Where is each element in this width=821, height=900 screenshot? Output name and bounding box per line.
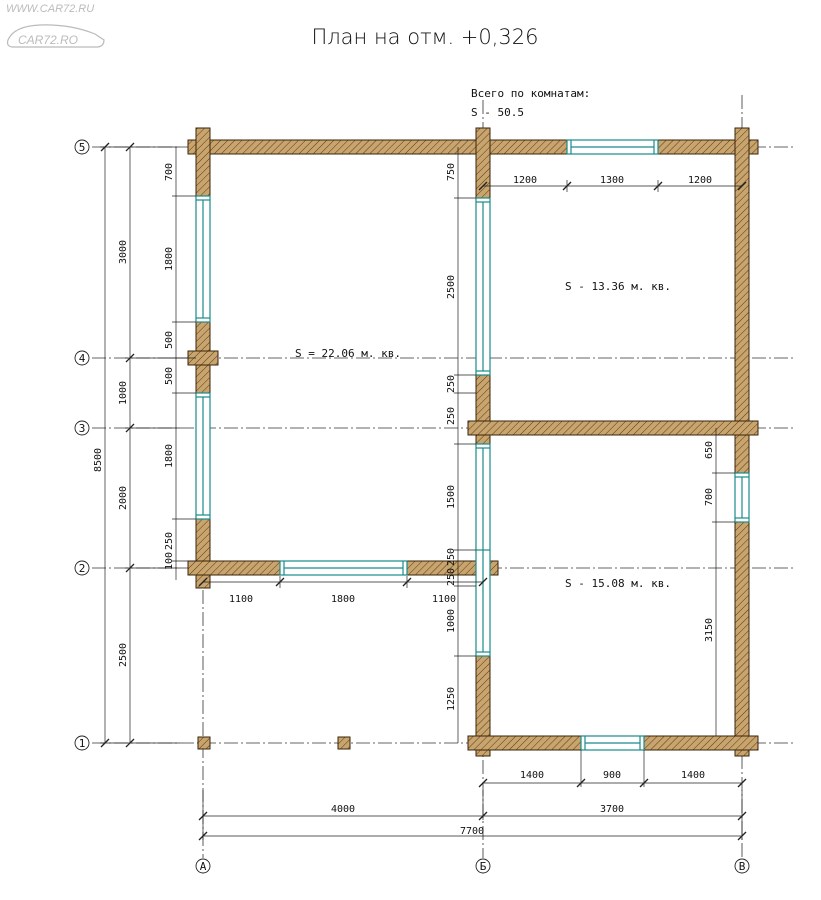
room-3-area: S - 15.08 м. кв.	[565, 577, 671, 590]
dim-top-left: 1200	[513, 175, 537, 186]
axis-label-a: А	[200, 860, 207, 873]
window-bottom	[580, 735, 645, 751]
watermark-url: WWW.CAR72.RU	[6, 3, 94, 15]
axis-label-1: 1	[79, 737, 86, 750]
dim-bottom-window: 900	[603, 770, 621, 781]
post-middle	[337, 736, 351, 750]
axis-marker-3	[74, 420, 90, 436]
dim-midwall-seg9: 1250	[446, 687, 457, 711]
dimension-ticks	[100, 142, 747, 841]
area-labels: Всего по комнатам: S - 50.5 S = 22.06 м.…	[295, 87, 671, 590]
dim-left-5-4: 3000	[118, 240, 129, 264]
car-logo-icon	[6, 24, 105, 48]
dim-bottom-left: 1400	[520, 770, 544, 781]
walls	[187, 127, 759, 757]
dim-leftwall-win1: 1800	[164, 247, 175, 271]
axis-markers	[74, 139, 750, 874]
room-1-area: S = 22.06 м. кв.	[295, 347, 401, 360]
dim-mid-left: 1100	[229, 594, 253, 605]
dim-rightwall-upper: 650	[704, 441, 715, 459]
dim-midwall-seg7: 250	[446, 568, 457, 586]
dim-midwall-seg6: 250	[446, 548, 457, 566]
dim-midwall-seg3: 250	[446, 375, 457, 393]
dim-overall-total: 7700	[460, 826, 484, 837]
axis-marker-5	[74, 139, 90, 155]
dim-midwall-seg2: 2500	[446, 275, 457, 299]
window-top	[566, 139, 659, 155]
window-middle-vertical-upper	[475, 197, 491, 376]
dim-leftwall-win2: 1800	[164, 444, 175, 468]
dim-mid-window: 1800	[331, 594, 355, 605]
window-right	[734, 472, 750, 523]
dim-leftwall-seg1: 700	[164, 163, 175, 181]
dim-bottom-right: 1400	[681, 770, 705, 781]
axis-label-3: 3	[79, 422, 86, 435]
dim-left-3-2: 2000	[118, 486, 129, 510]
dim-top-right: 1200	[688, 175, 712, 186]
dim-rightwall-lower: 3150	[704, 618, 715, 642]
dim-overall-right: 3700	[600, 804, 624, 815]
axis-marker-4	[74, 350, 90, 366]
post-a1	[197, 736, 211, 750]
wall-right	[734, 127, 750, 757]
axis-label-5: 5	[79, 141, 86, 154]
dim-leftwall-pier1: 500	[164, 331, 175, 349]
dimension-text-horizontal: 1200 1300 1200 1100 1800 1100 1400 900 1…	[229, 175, 712, 837]
dim-mid-right: 1100	[432, 594, 456, 605]
axis-labels: 5 4 3 2 1 А Б В	[79, 141, 746, 873]
axis-marker-b	[475, 858, 491, 874]
axis-label-4: 4	[79, 352, 86, 365]
watermark: WWW.CAR72.RU CAR72.RO	[6, 3, 105, 48]
axis-marker-v	[734, 858, 750, 874]
dim-midwall-seg5: 1500	[446, 485, 457, 509]
wall-top	[187, 139, 759, 155]
watermark-logo-text: CAR72.RO	[18, 33, 78, 47]
wall-partition	[467, 420, 759, 436]
dim-left-total: 8500	[93, 448, 104, 472]
window-left-lower	[195, 392, 211, 520]
room-2-area: S - 13.36 м. кв.	[565, 280, 671, 293]
dim-left-2-1: 2500	[118, 643, 129, 667]
dim-midwall-seg4: 250	[446, 407, 457, 425]
axis-marker-2	[74, 560, 90, 576]
plan-title: План на отм. +0,326	[311, 25, 538, 49]
total-area-label: Всего по комнатам:	[471, 87, 590, 100]
window-middle-vertical-lower	[475, 443, 491, 657]
window-left-upper	[195, 195, 211, 323]
dimension-text-vertical: 3000 1000 2000 2500 8500 700 1800 500 50…	[93, 163, 715, 711]
dim-left-4-3: 1000	[118, 381, 129, 405]
window-middle-horizontal	[279, 560, 408, 576]
dim-rightwall-window: 700	[704, 488, 715, 506]
total-area-value: S - 50.5	[471, 106, 524, 119]
axis-label-v: В	[739, 860, 746, 873]
axis-marker-a	[195, 858, 211, 874]
dim-leftwall-seg3: 100	[164, 552, 175, 570]
dimension-lines	[100, 146, 743, 840]
dim-top-window: 1300	[600, 175, 624, 186]
dim-leftwall-seg2: 250	[164, 532, 175, 550]
posts	[197, 736, 351, 750]
axis-marker-1	[74, 735, 90, 751]
axis-label-2: 2	[79, 562, 86, 575]
axis-label-b: Б	[480, 860, 487, 873]
dim-overall-left: 4000	[331, 804, 355, 815]
dim-midwall-seg8: 1000	[446, 609, 457, 633]
dim-leftwall-pier2: 500	[164, 367, 175, 385]
windows	[195, 139, 750, 751]
dim-midwall-seg1: 750	[446, 163, 457, 181]
